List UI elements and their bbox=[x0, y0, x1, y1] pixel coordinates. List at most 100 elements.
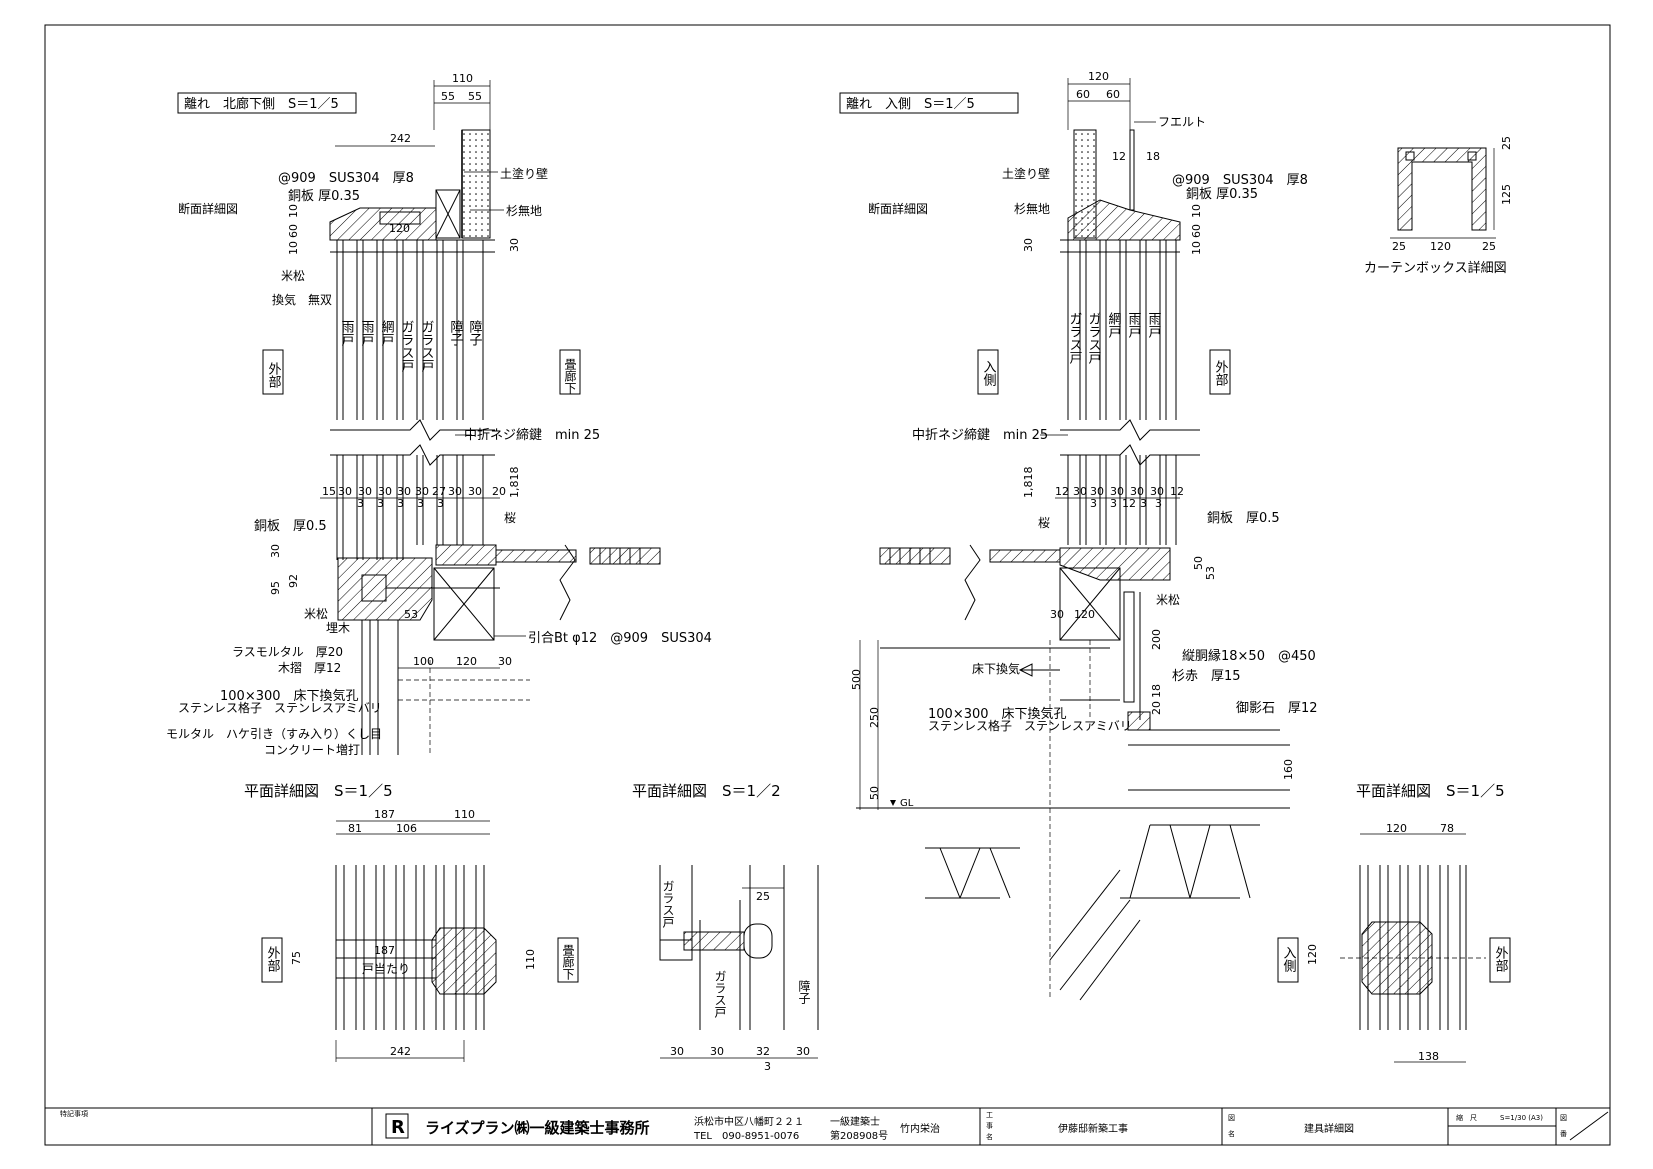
svg-text:30: 30 bbox=[415, 485, 429, 498]
label-tsuchinuri: 土塗り壁 bbox=[500, 166, 548, 181]
dim-pl-110: 110 bbox=[454, 808, 475, 821]
label-vent2-left: ステンレス格子 ステンレスアミバリ bbox=[178, 700, 382, 715]
architect-name: 竹内栄治 bbox=[900, 1122, 940, 1135]
dim-92: 92 bbox=[287, 574, 300, 588]
curtain-box-detail: 25 125 25 120 25 カーテンボックス詳細図 bbox=[1364, 136, 1513, 276]
label-gaibu-right: 外部 bbox=[1213, 360, 1229, 386]
dim-55a: 55 bbox=[441, 90, 455, 103]
dim-cb-w120: 120 bbox=[1430, 240, 1451, 253]
left-view-title: 離れ 北廊下側 S＝1／5 bbox=[184, 96, 339, 112]
door-label-shoji-2: 障子 bbox=[467, 320, 483, 346]
dim-pr-138: 138 bbox=[1418, 1050, 1439, 1063]
svg-text:3: 3 bbox=[417, 497, 424, 510]
plan-right-detail: 平面詳細図 S＝1／5 120 78 120 入側 外部 138 bbox=[1277, 782, 1511, 1063]
dim-row-left: 15 30 30 30 30 30 27 30 30 20 3 3 3 3 3 bbox=[322, 485, 506, 510]
title-block: 特記事項 R ライズプラン㈱一級建築士事務所 浜松市中区八幡町２２１ TEL 0… bbox=[45, 1107, 1610, 1145]
r-door-label-amido: 網戸 bbox=[1106, 312, 1122, 338]
svg-text:30: 30 bbox=[1110, 485, 1124, 498]
license-class: 一級建築士 bbox=[830, 1115, 880, 1128]
label-beimatsu: 米松 bbox=[281, 269, 305, 283]
label-felt: フエルト bbox=[1158, 115, 1206, 129]
label-todatari: 戸当たり bbox=[362, 962, 410, 976]
notes-label: 特記事項 bbox=[60, 1109, 88, 1118]
label-nakaori-left: 中折ネジ締鍵 min 25 bbox=[464, 427, 600, 443]
svg-text:図: 図 bbox=[1228, 1114, 1235, 1122]
svg-text:事: 事 bbox=[986, 1121, 993, 1130]
right-section-detail: 離れ 入側 S＝1／5 断面詳細図 120 60 60 フエルト 12 18 土… bbox=[839, 70, 1318, 1001]
label-sugiaka: 杉赤 厚15 bbox=[1172, 669, 1241, 684]
dim-120b: 120 bbox=[456, 655, 477, 668]
svg-text:30: 30 bbox=[468, 485, 482, 498]
scale-value: S=1/30 (A3) bbox=[1500, 1114, 1543, 1122]
dim-30c: 30 bbox=[498, 655, 512, 668]
r-door-label-glass-2: ガラス戸 bbox=[1086, 312, 1102, 364]
label-umegi: 埋木 bbox=[326, 621, 350, 635]
dim-pm-32: 32 bbox=[756, 1045, 770, 1058]
company-address: 浜松市中区八幡町２２１ bbox=[694, 1115, 804, 1128]
label-r-nakaori: 中折ネジ締鍵 min 25 bbox=[912, 427, 1048, 443]
svg-text:30: 30 bbox=[338, 485, 352, 498]
svg-text:30: 30 bbox=[1150, 485, 1164, 498]
drawing-name: 建具詳細図 bbox=[1304, 1122, 1354, 1135]
door-label-amado-1: 雨戸 bbox=[339, 320, 355, 346]
svg-text:名: 名 bbox=[986, 1132, 993, 1141]
dim-1818-left: 1,818 bbox=[508, 467, 521, 499]
dim-r-50: 50 bbox=[1192, 556, 1205, 570]
dim-r-60b: 60 bbox=[1106, 88, 1120, 101]
label-r-vent2: ステンレス格子 ステンレスアミバリ bbox=[928, 718, 1132, 733]
svg-text:20: 20 bbox=[492, 485, 506, 498]
label-tatami-left: 畳廊下 bbox=[563, 358, 577, 394]
svg-text:30: 30 bbox=[1130, 485, 1144, 498]
label-r-tsuchinuri: 土塗り壁 bbox=[1002, 166, 1050, 181]
label-beimatsu-2: 米松 bbox=[304, 607, 328, 621]
svg-text:30: 30 bbox=[397, 485, 411, 498]
label-concrete: コンクリート増打 bbox=[264, 743, 360, 757]
dim-r-18b: 18 bbox=[1150, 684, 1163, 698]
label-sus-left: @909 SUS304 厚8 bbox=[278, 171, 414, 186]
label-pl-tatami: 畳廊下 bbox=[561, 944, 575, 980]
dim-pm-30b: 30 bbox=[710, 1045, 724, 1058]
svg-text:工: 工 bbox=[986, 1111, 993, 1119]
svg-text:名: 名 bbox=[1228, 1129, 1235, 1138]
dim-120-head: 120 bbox=[389, 222, 410, 235]
dim-cb-h125: 125 bbox=[1500, 184, 1513, 205]
dim-pm-25: 25 bbox=[756, 890, 770, 903]
svg-text:3: 3 bbox=[1110, 497, 1117, 510]
svg-text:図: 図 bbox=[1560, 1114, 1567, 1122]
label-sakura-left: 桜 bbox=[504, 511, 516, 525]
dim-100: 100 bbox=[413, 655, 434, 668]
logo-mark: R bbox=[391, 1117, 405, 1138]
dim-pm-30c: 30 bbox=[796, 1045, 810, 1058]
svg-text:3: 3 bbox=[377, 497, 384, 510]
right-view-title: 離れ 入側 S＝1／5 bbox=[846, 97, 975, 112]
curtain-box-label: カーテンボックス詳細図 bbox=[1364, 260, 1507, 276]
label-pm-glass1: ガラス戸 bbox=[661, 880, 675, 929]
dim-r-10b: 10 bbox=[1190, 241, 1203, 255]
scale-label: 縮 尺 bbox=[1456, 1113, 1477, 1122]
dim-55b: 55 bbox=[468, 90, 482, 103]
label-r-sugi: 杉無地 bbox=[1014, 201, 1050, 216]
dim-r-30: 30 bbox=[1022, 238, 1035, 252]
dim-10: 10 bbox=[287, 204, 300, 218]
r-door-label-amado-1: 雨戸 bbox=[1126, 312, 1142, 338]
dim-r-120b: 120 bbox=[1074, 608, 1095, 621]
label-hikiai: 引合Bt φ12 @909 SUS304 bbox=[528, 631, 712, 646]
label-pr-iri: 入側 bbox=[1281, 946, 1297, 972]
dim-r-60: 60 bbox=[1190, 224, 1203, 238]
label-gl: GL bbox=[900, 798, 914, 809]
sheet-border bbox=[44, 24, 1611, 1146]
project-name: 伊藤邸新築工事 bbox=[1058, 1122, 1128, 1135]
company-name: ライズプラン㈱一級建築士事務所 bbox=[425, 1119, 650, 1137]
left-section-label: 断面詳細図 bbox=[178, 201, 238, 216]
plan-mid-detail: 平面詳細図 S＝1／2 25 ガラス戸 ガラス戸 障子 30 30 32 30 … bbox=[632, 782, 819, 1073]
svg-text:番: 番 bbox=[1560, 1130, 1567, 1138]
company-tel: TEL 090-8951-0076 bbox=[693, 1131, 799, 1142]
svg-text:3: 3 bbox=[357, 497, 364, 510]
left-section-detail: 離れ 北廊下側 S＝1／5 断面詳細図 110 55 55 242 120 土塗… bbox=[166, 72, 712, 757]
dim-r-30b: 30 bbox=[1050, 608, 1064, 621]
dim-r-12: 12 bbox=[1112, 150, 1126, 163]
label-mikage: 御影石 厚12 bbox=[1236, 701, 1318, 716]
dim-pl-110b: 110 bbox=[524, 949, 537, 970]
dim-pl-106: 106 bbox=[396, 822, 417, 835]
